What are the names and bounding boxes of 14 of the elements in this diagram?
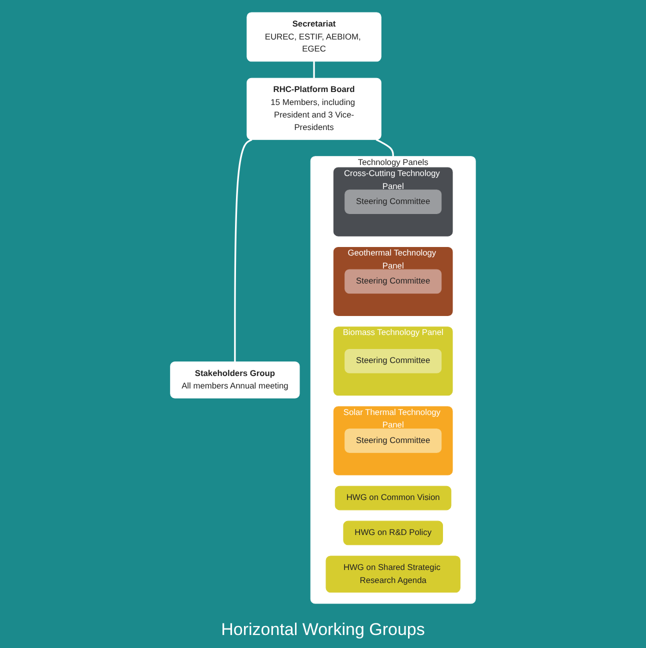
node-box: Steering Committee bbox=[344, 348, 442, 374]
connector bbox=[234, 138, 252, 362]
node-box: HWG on R&D Policy bbox=[343, 520, 444, 546]
node-box: Stakeholders Group All members Annual meeting bbox=[170, 362, 300, 398]
node-box: Steering Committee bbox=[344, 428, 442, 453]
node-box: Secretariat EUREC, ESTIF, AEBIOM, EGEC bbox=[246, 12, 382, 62]
section-heading: Horizontal Working Groups bbox=[220, 620, 426, 640]
node-box: Steering Committee bbox=[344, 190, 442, 214]
node-box: HWG on Common Vision bbox=[334, 486, 452, 510]
node-box: RHC-Platform Board 15 Members, including President and 3 Vice-Presidents bbox=[246, 78, 382, 140]
connector bbox=[313, 61, 315, 78]
connector bbox=[376, 138, 394, 156]
node-box: Steering Committee bbox=[344, 269, 442, 294]
node-box: HWG on Shared Strategic Research Agenda bbox=[326, 556, 460, 593]
